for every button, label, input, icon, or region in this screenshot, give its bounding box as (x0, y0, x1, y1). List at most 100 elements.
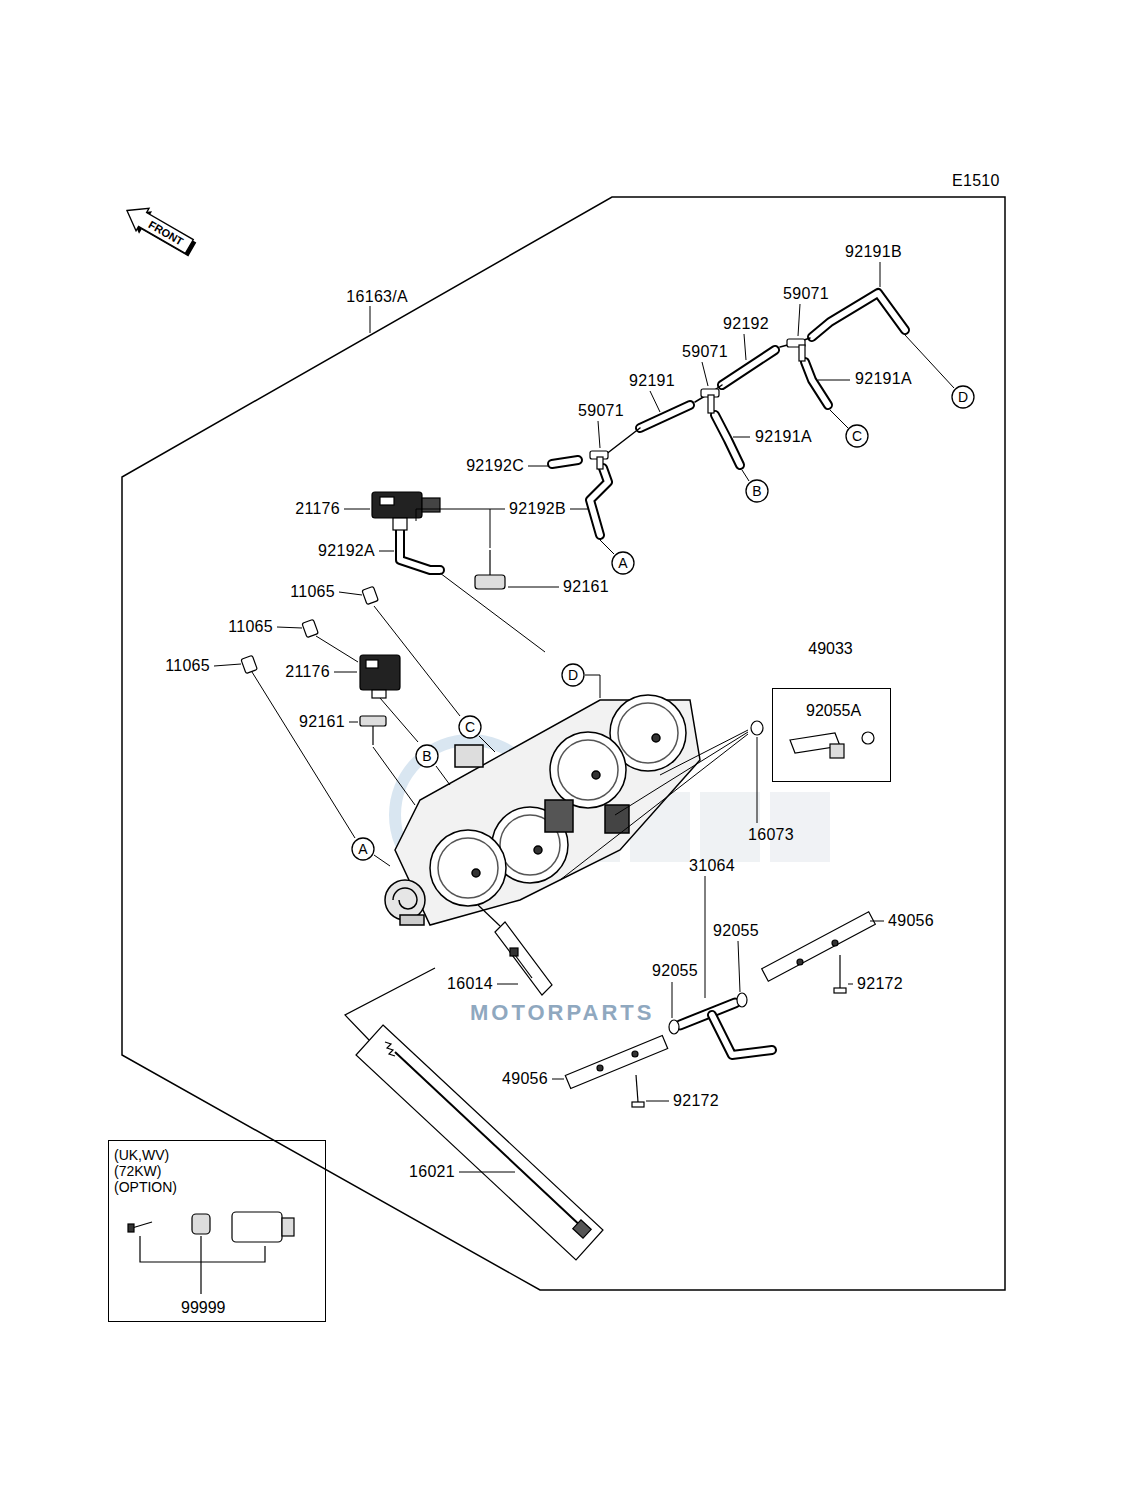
throttle-body-part (430, 830, 506, 906)
leader-lines-part (344, 509, 370, 510)
leader-lines-part (757, 737, 758, 823)
screw-and-cable-part (385, 1042, 395, 1056)
screw-and-cable-part (345, 968, 435, 1040)
leader-lines-part (742, 470, 749, 481)
option-parts-part (192, 1214, 210, 1234)
leader-lines-part (214, 664, 241, 666)
callout-number: 92191 (629, 372, 675, 390)
throttle-body-part (393, 888, 417, 909)
sensors-part (366, 660, 378, 668)
tee-fittings-part (597, 457, 603, 469)
throttle-body-part (592, 771, 600, 779)
callout-number: 92191B (845, 243, 902, 261)
bolts-and-caps (241, 550, 505, 745)
callout-number: 11065 (228, 618, 273, 636)
bolts-and-caps-part (302, 619, 318, 637)
box-heading: (UK,WV) (72KW) (OPTION) (114, 1147, 194, 1195)
callout-number: 92192C (466, 457, 524, 475)
circle-outline (352, 838, 374, 860)
reference-circle: D (951, 385, 975, 409)
circle-outline (846, 425, 868, 447)
reference-letter: D (951, 385, 975, 409)
callout-number: 92192B (509, 500, 566, 518)
callout-number: 92161 (299, 713, 345, 731)
option-parts-part (282, 1218, 294, 1236)
bolts-and-caps-part (362, 586, 378, 604)
fuel-rails-part (834, 988, 846, 993)
callout-number: 59071 (682, 343, 728, 361)
arrow-outline (120, 199, 195, 258)
bolts-and-caps-part (360, 716, 386, 726)
vacuum-hoses-part (805, 362, 828, 405)
leader-lines-part (702, 362, 708, 386)
option-parts-part (140, 1236, 265, 1262)
callout-number: 59071 (783, 285, 829, 303)
callout-number: 92055 (652, 962, 698, 980)
reference-circle: A (611, 551, 635, 575)
fuel-rails-part (832, 940, 838, 946)
reference-letter: C (845, 424, 869, 448)
fuel-pipe-part (712, 1015, 772, 1055)
leader-lines-part (374, 606, 460, 716)
fuel-pipe-part (712, 1015, 772, 1055)
injector-lines-part (560, 734, 748, 880)
leader-lines-part (334, 672, 357, 673)
callout-number: 49056 (888, 912, 934, 930)
direction-arrow: FRONT (118, 188, 200, 270)
leader-lines-part (349, 722, 358, 723)
circle-outline (459, 716, 481, 738)
screw-and-cable-part (356, 1025, 603, 1260)
fuel-pipe-part (737, 993, 747, 1007)
leader-lines-part (459, 1172, 515, 1173)
throttle-body-part (545, 800, 573, 832)
reference-circle: C (845, 424, 869, 448)
throttle-body-part (385, 880, 425, 920)
vacuum-hoses-part (715, 415, 740, 465)
fuel-rails-part (839, 955, 840, 988)
callout-number: 11065 (290, 583, 335, 601)
vacuum-hoses-part (590, 468, 608, 535)
throttle-body (385, 695, 700, 925)
option-parts (128, 1212, 294, 1294)
leader-lines-part (650, 391, 660, 412)
bolts-and-caps-part (372, 726, 373, 745)
leader-lines-part (508, 587, 559, 588)
leader-lines-part (870, 921, 884, 922)
box-heading: 49033 (770, 640, 891, 658)
vacuum-hoses-part (805, 362, 828, 405)
screw-and-cable (345, 905, 603, 1260)
throttle-body-part (472, 869, 480, 877)
circle-outline (746, 480, 768, 502)
leader-lines-part (672, 982, 673, 1018)
fuel-rails-part (762, 912, 876, 981)
sensors-part (380, 497, 394, 505)
reference-letter: A (611, 551, 635, 575)
leader-lines-part (373, 747, 415, 805)
leader-lines-part (733, 437, 750, 438)
option-parts-part (232, 1212, 282, 1242)
screw-and-cable-part (478, 905, 500, 926)
reference-letter: A (351, 837, 375, 861)
leader-lines-part (818, 380, 850, 381)
leader-lines-part (370, 306, 371, 333)
kit-box: 4903392055A (770, 640, 891, 782)
vacuum-hoses-part (590, 468, 608, 535)
fuel-injector-part (830, 744, 844, 758)
throttle-body-part (455, 745, 483, 767)
option-box: (UK,WV) (72KW) (OPTION)99999 (108, 1140, 326, 1322)
leader-lines-part (585, 675, 600, 698)
callout-number: 21176 (295, 500, 340, 518)
leader-lines-part (744, 334, 746, 360)
callout-number: 16073 (748, 826, 794, 844)
tee-fittings-part (799, 345, 805, 361)
leader-lines-part (479, 736, 495, 752)
reference-circle: B (415, 744, 439, 768)
leader-lines-part (380, 698, 418, 742)
fuel-pipe-part (669, 1020, 679, 1034)
callout-number: 92172 (673, 1092, 719, 1110)
leader-lines-part (880, 262, 881, 287)
fuel-rails-part (565, 1036, 667, 1089)
injector-lines (560, 730, 748, 880)
